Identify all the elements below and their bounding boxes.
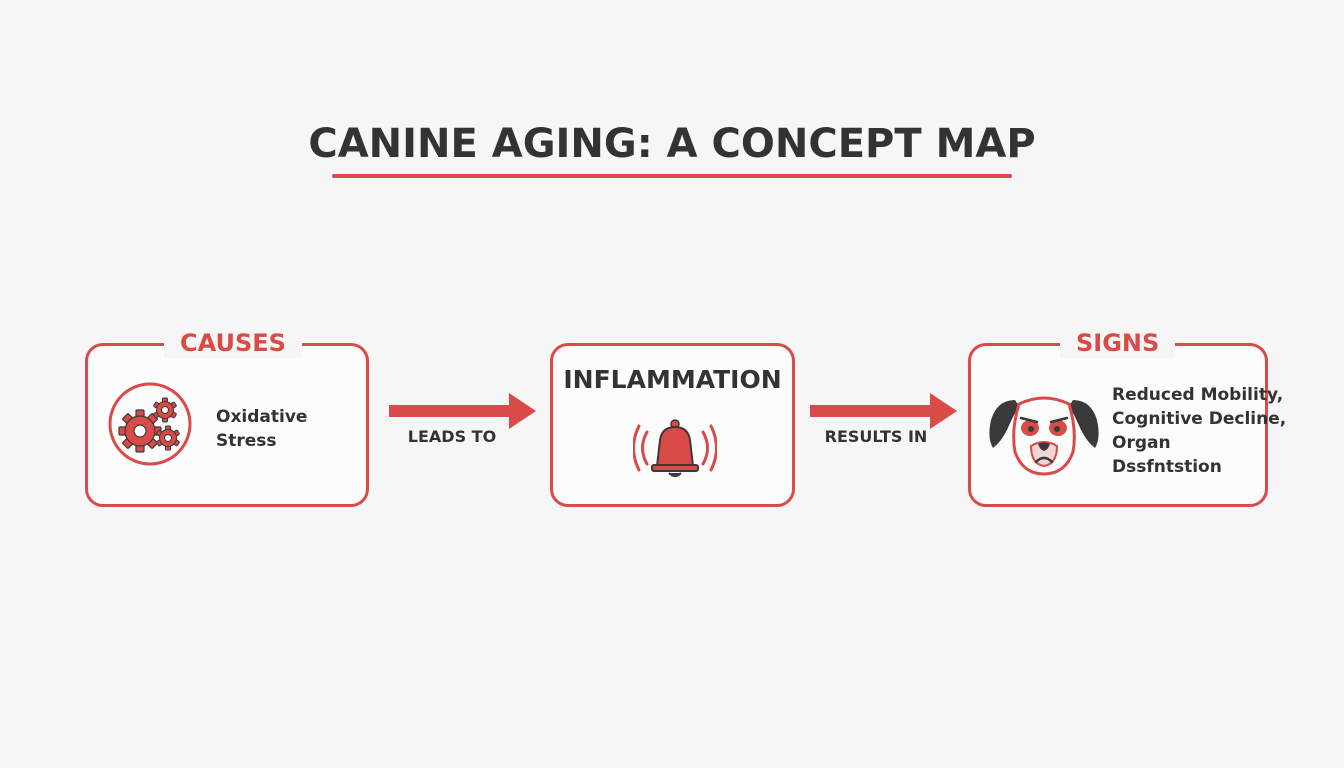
causes-node: CAUSES xyxy=(85,328,369,507)
signs-text-line: Dssfntstion xyxy=(1112,457,1222,477)
leads-to-arrow xyxy=(389,393,536,429)
inflammation-node: INFLAMMATION xyxy=(550,343,795,507)
causes-text-line: Oxidative xyxy=(216,407,308,427)
leads-to-label: LEADS TO xyxy=(407,427,497,446)
page-title: CANINE AGING: A CONCEPT MAP xyxy=(308,121,1036,167)
sad-dog-icon xyxy=(989,396,1099,476)
causes-label: CAUSES xyxy=(164,328,302,358)
signs-text-line: Organ xyxy=(1112,433,1171,453)
results-in-label: RESULTS IN xyxy=(824,427,928,446)
signs-text: Reduced Mobility, Cognitive Decline, Org… xyxy=(1112,383,1286,479)
signs-label: SIGNS xyxy=(1060,328,1176,358)
causes-text: Oxidative Stress xyxy=(216,405,307,453)
title-underline xyxy=(332,174,1012,178)
signs-text-line: Cognitive Decline, xyxy=(1112,409,1287,429)
inflammation-label: INFLAMMATION xyxy=(563,365,782,394)
causes-text-line: Stress xyxy=(216,431,277,451)
gears-icon xyxy=(108,382,192,466)
alarm-bell-icon xyxy=(633,419,717,477)
signs-node: SIGNS Reduced Mobility, Cognitive Declin… xyxy=(968,328,1286,507)
results-in-arrow xyxy=(810,393,957,429)
signs-text-line: Reduced Mobility, xyxy=(1112,385,1284,405)
